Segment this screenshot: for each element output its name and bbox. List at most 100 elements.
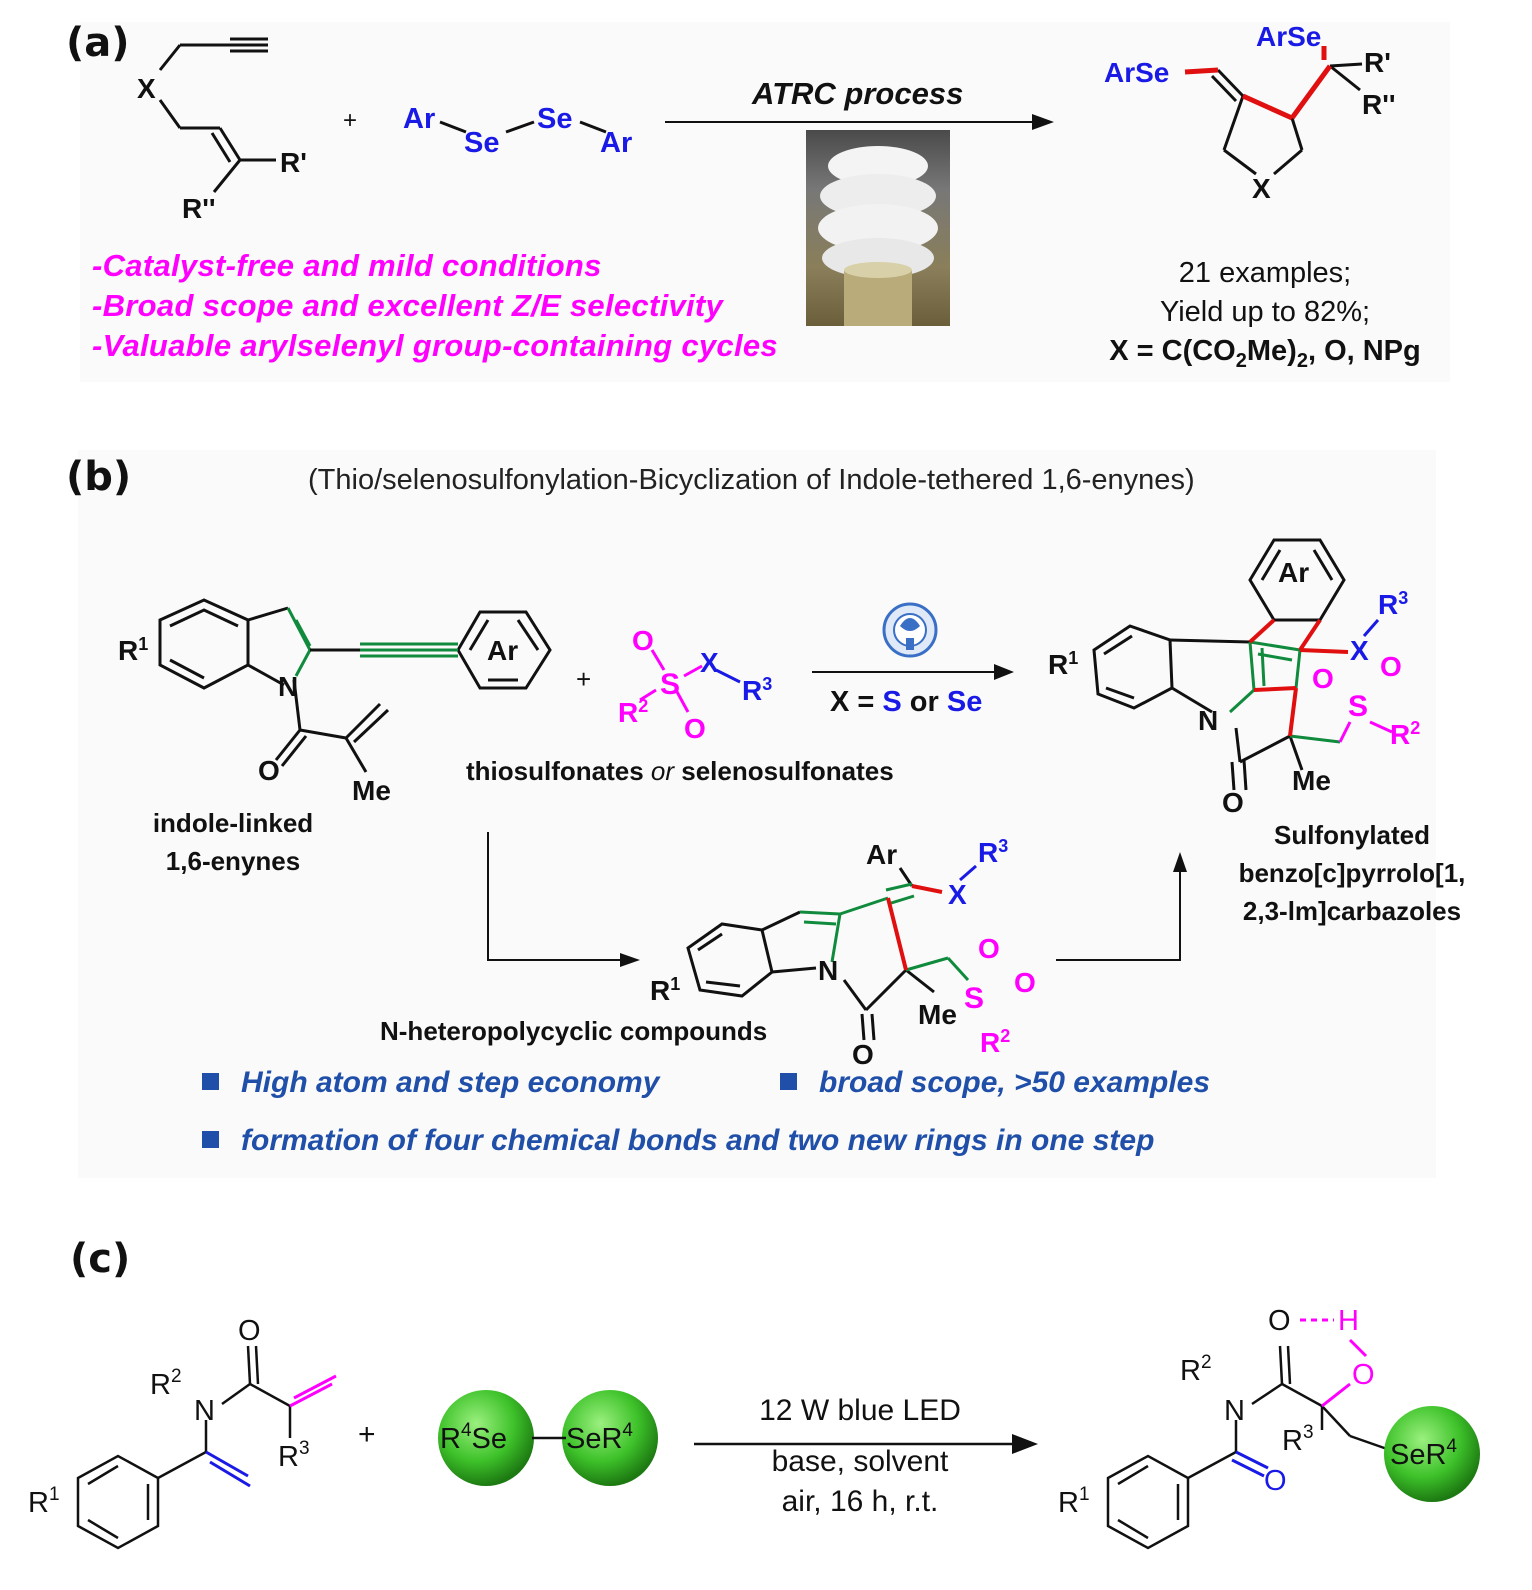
enyne-ar: Ar — [487, 635, 518, 666]
diselenide-bonds — [439, 120, 607, 134]
bullet-3: formation of four chemical bonds and two… — [202, 1124, 1432, 1158]
product-green-bonds — [1228, 640, 1341, 744]
enyne-green-bonds — [286, 607, 458, 677]
intermediate-o2: O — [1014, 967, 1036, 998]
diselenide-right-label: SeR4 — [566, 1420, 633, 1455]
cfl-bulb-photo — [806, 130, 950, 326]
intermediate-r1: R1 — [650, 974, 680, 1006]
intermediate-ar: Ar — [866, 839, 897, 870]
bullet-2: broad scope, >50 examples — [780, 1066, 1210, 1100]
diselenide-ar-2: Ar — [600, 127, 632, 159]
diselenide-se-1: Se — [464, 127, 499, 159]
bullet-square-icon — [780, 1073, 797, 1090]
feature-1: -Catalyst-free and mild conditions — [92, 248, 602, 283]
c-reactant-n: N — [194, 1395, 215, 1427]
condition-base: base, solvent — [771, 1445, 949, 1478]
product-name-line2: benzo[c]pyrrolo[1, — [1238, 858, 1466, 888]
c-product-magenta — [1300, 1318, 1368, 1408]
enyne-r-prime: R' — [280, 147, 307, 178]
magenta-vinyl — [289, 1374, 337, 1408]
panel-a-background — [80, 22, 1450, 382]
enyne-name: indole-linked 1,6-enynes — [118, 804, 348, 880]
intermediate-r3: R3 — [978, 836, 1008, 868]
enyne-name-line2: 1,6-enynes — [165, 846, 301, 876]
product-r3: R3 — [1378, 588, 1408, 620]
feature-3: -Valuable arylselenyl group-containing c… — [92, 328, 778, 363]
diselenide-left-label: R4Se — [440, 1420, 507, 1455]
enyne-reactant — [158, 37, 276, 193]
panel-b-condition: X = S or Se — [830, 686, 983, 718]
c-reactant-o: O — [238, 1315, 261, 1347]
product-x: X — [1350, 635, 1369, 666]
product-r2: R2 — [1390, 718, 1420, 750]
intermediate-me: Me — [918, 999, 957, 1030]
result-x-groups: X = C(CO2Me)2, O, NPg — [1109, 335, 1421, 372]
enyne-indole — [158, 598, 552, 773]
product-o2: O — [1380, 651, 1402, 682]
panel-c-structures: R1 R2 N O R3 + R4Se SeR4 — [28, 1305, 1480, 1550]
acrylamide-reactant — [76, 1345, 292, 1550]
diselenide-ar-1: Ar — [403, 103, 435, 135]
product-name-line3: 2,3-lm]carbazoles — [1242, 896, 1462, 926]
panel-c-plus: + — [358, 1418, 376, 1451]
c-product-h: H — [1338, 1305, 1359, 1337]
panel-c-arrowhead — [1012, 1434, 1038, 1454]
panel-a-features: -Catalyst-free and mild conditions -Broa… — [92, 246, 778, 366]
c-reactant-r3: R3 — [278, 1438, 310, 1473]
c-product-o-top: O — [1268, 1305, 1291, 1337]
product-s: S — [1348, 690, 1368, 723]
sulfonate-r3: R3 — [742, 674, 772, 706]
condition-atmosphere: air, 16 h, r.t. — [781, 1485, 939, 1518]
product-arse-top: ArSe — [1256, 21, 1321, 52]
c-product-oh: O — [1352, 1359, 1375, 1391]
intermediate-o: O — [852, 1039, 874, 1070]
panel-b-label: (b) — [66, 454, 132, 500]
carbazole-product-name: Sulfonylated benzo[c]pyrrolo[1, 2,3-lm]c… — [1222, 816, 1482, 930]
enyne-me: Me — [352, 775, 391, 806]
sulfonate-s: S — [660, 668, 680, 701]
product-r-prime: R' — [1364, 47, 1391, 78]
diselenide-sphere-left — [438, 1390, 534, 1486]
panel-a-structures: X R' R'' + Ar Se Se Ar ArSe ArSe R' R'' … — [137, 21, 1396, 224]
c-product-sphere — [1384, 1406, 1480, 1502]
panel-c-label: (c) — [70, 1236, 131, 1282]
c-product-r2: R2 — [1180, 1352, 1212, 1387]
product-n: N — [1198, 705, 1218, 736]
panel-a-results: 21 examples; Yield up to 82%; X = C(CO2M… — [1100, 254, 1430, 381]
intermediate — [686, 867, 935, 1041]
sulfonate-bonds — [639, 649, 703, 713]
product-o1: O — [1312, 663, 1334, 694]
intermediate-x: X — [948, 879, 967, 910]
bullet-1: High atom and step economy — [202, 1066, 659, 1099]
diselenide-se-2: Se — [537, 103, 572, 135]
enyne-o: O — [258, 755, 280, 786]
intermediate-n: N — [818, 955, 838, 986]
c-product-ser: SeR4 — [1390, 1436, 1457, 1471]
product-me: Me — [1292, 765, 1331, 796]
enyne-n: N — [278, 671, 298, 702]
sulfonate-x: X — [700, 647, 719, 678]
product-r1: R1 — [1048, 648, 1078, 680]
result-examples: 21 examples; — [1178, 257, 1352, 289]
product-x: X — [1252, 173, 1271, 204]
panel-a-arrowhead — [1032, 114, 1054, 130]
intermediate-r2: R2 — [980, 1026, 1010, 1058]
panel-b-structures: R1 N Ar O Me + O S O X R2 R3 — [118, 538, 1420, 1070]
intermediate-green — [799, 882, 949, 972]
c-product-blue — [1231, 1450, 1269, 1478]
bullet-square-icon — [202, 1073, 219, 1090]
enyne-x: X — [137, 73, 156, 104]
intermediate-o1: O — [978, 933, 1000, 964]
enyne-name-line1: indole-linked — [152, 808, 314, 838]
c-reactant-r1: R1 — [28, 1484, 60, 1519]
sulfonate-r2: R2 — [618, 696, 648, 728]
diselenide-sphere-right — [562, 1390, 658, 1486]
lightbulb-icon — [818, 146, 938, 326]
product-ar: Ar — [1278, 557, 1309, 588]
blue-vinyl — [205, 1450, 251, 1488]
enyne-r-double-prime: R'' — [182, 193, 216, 224]
panel-a-label: (a) — [66, 20, 130, 66]
condition-light: 12 W blue LED — [759, 1394, 961, 1427]
product-name-line1: Sulfonylated — [1273, 820, 1430, 850]
new-bonds-red — [1184, 46, 1333, 121]
